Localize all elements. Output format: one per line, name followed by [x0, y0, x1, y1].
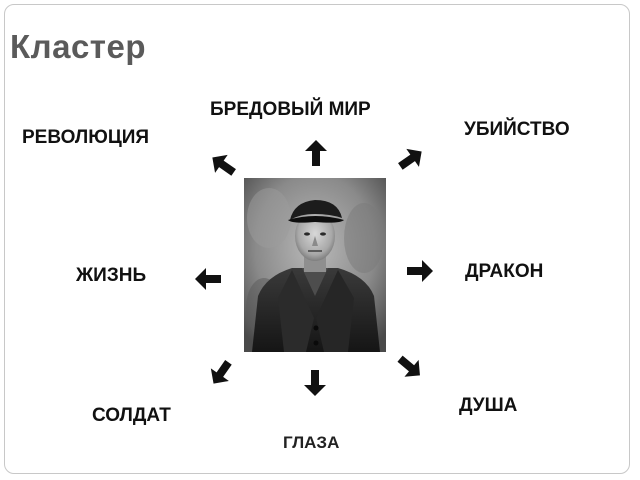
slide-title: Кластер [10, 28, 146, 65]
arrow-right-icon [405, 256, 435, 286]
arrow-down-icon [300, 368, 330, 398]
arrow-up-right-icon [390, 138, 432, 180]
word-murder: УБИЙСТВО [464, 119, 570, 140]
arrow-up-icon [301, 138, 331, 168]
arrow-down-right-icon [389, 346, 431, 388]
arrow-down-left-icon [200, 352, 242, 394]
word-dragon: ДРАКОН [465, 261, 544, 282]
word-soldier: СОЛДАТ [92, 405, 171, 426]
word-revolution: РЕВОЛЮЦИЯ [22, 127, 150, 148]
arrow-up-left-icon [202, 144, 244, 186]
word-life: ЖИЗНЬ [76, 265, 147, 286]
word-delusional-world: БРЕДОВЫЙ МИР [210, 99, 371, 120]
word-soul: ДУША [459, 395, 518, 416]
portrait-photo [244, 178, 386, 352]
word-eyes: ГЛАЗА [283, 433, 340, 452]
arrow-left-icon [193, 264, 223, 294]
